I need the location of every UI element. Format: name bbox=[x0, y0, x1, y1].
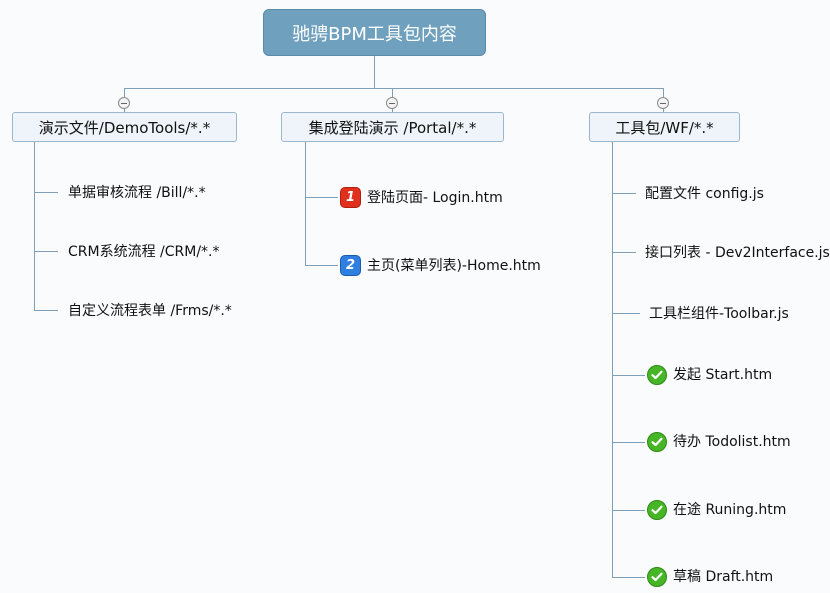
leaf-label: 待办 Todolist.htm bbox=[673, 434, 791, 450]
branch-label: 演示文件/DemoTools/*.* bbox=[38, 118, 211, 137]
leaf-node-crm[interactable]: CRM系统流程 /CRM/*.* bbox=[68, 243, 220, 261]
collapse-toggle-portal[interactable] bbox=[386, 97, 398, 109]
leaf-node-frms[interactable]: 自定义流程表单 /Frms/*.* bbox=[68, 302, 232, 320]
leaf-node-draft[interactable]: 草稿 Draft.htm bbox=[647, 567, 773, 587]
collapse-toggle-wf[interactable] bbox=[657, 97, 669, 109]
branch-node-demotools[interactable]: 演示文件/DemoTools/*.* bbox=[12, 112, 237, 142]
root-node[interactable]: 驰骋BPM工具包内容 bbox=[263, 9, 486, 56]
leaf-node-toolbar[interactable]: 工具栏组件-Toolbar.js bbox=[649, 305, 789, 323]
priority-2-icon: 2 bbox=[340, 255, 361, 276]
priority-1-icon: 1 bbox=[340, 187, 361, 208]
check-icon bbox=[647, 432, 667, 452]
check-icon bbox=[647, 500, 667, 520]
leaf-label: 配置文件 config.js bbox=[645, 186, 764, 202]
check-icon bbox=[647, 365, 667, 385]
leaf-label: 在途 Runing.htm bbox=[673, 502, 787, 518]
leaf-node-todolist[interactable]: 待办 Todolist.htm bbox=[647, 432, 791, 452]
leaf-label: 发起 Start.htm bbox=[673, 367, 773, 383]
leaf-node-login[interactable]: 1 登陆页面- Login.htm bbox=[340, 187, 503, 208]
leaf-node-bill[interactable]: 单据审核流程 /Bill/*.* bbox=[68, 184, 206, 202]
leaf-node-dev2interface[interactable]: 接口列表 - Dev2Interface.js bbox=[645, 244, 830, 262]
branch-node-wf[interactable]: 工具包/WF/*.* bbox=[589, 112, 740, 142]
leaf-node-config[interactable]: 配置文件 config.js bbox=[645, 185, 764, 203]
leaf-label: 单据审核流程 /Bill/*.* bbox=[68, 185, 206, 201]
leaf-label: 工具栏组件-Toolbar.js bbox=[649, 306, 789, 322]
branch-node-portal[interactable]: 集成登陆演示 /Portal/*.* bbox=[281, 112, 504, 142]
root-label: 驰骋BPM工具包内容 bbox=[292, 23, 457, 45]
leaf-label: 草稿 Draft.htm bbox=[673, 569, 774, 585]
leaf-label: 接口列表 - Dev2Interface.js bbox=[645, 245, 830, 261]
branch-label: 集成登陆演示 /Portal/*.* bbox=[308, 118, 477, 137]
collapse-toggle-demotools[interactable] bbox=[118, 97, 130, 109]
leaf-label: CRM系统流程 /CRM/*.* bbox=[68, 244, 220, 260]
leaf-node-home[interactable]: 2 主页(菜单列表)-Home.htm bbox=[340, 255, 541, 276]
check-icon bbox=[647, 567, 667, 587]
leaf-node-runing[interactable]: 在途 Runing.htm bbox=[647, 500, 786, 520]
leaf-node-start[interactable]: 发起 Start.htm bbox=[647, 365, 772, 385]
leaf-label: 主页(菜单列表)-Home.htm bbox=[367, 257, 541, 274]
leaf-label: 自定义流程表单 /Frms/*.* bbox=[68, 303, 232, 319]
leaf-label: 登陆页面- Login.htm bbox=[367, 189, 503, 206]
branch-label: 工具包/WF/*.* bbox=[615, 118, 714, 137]
